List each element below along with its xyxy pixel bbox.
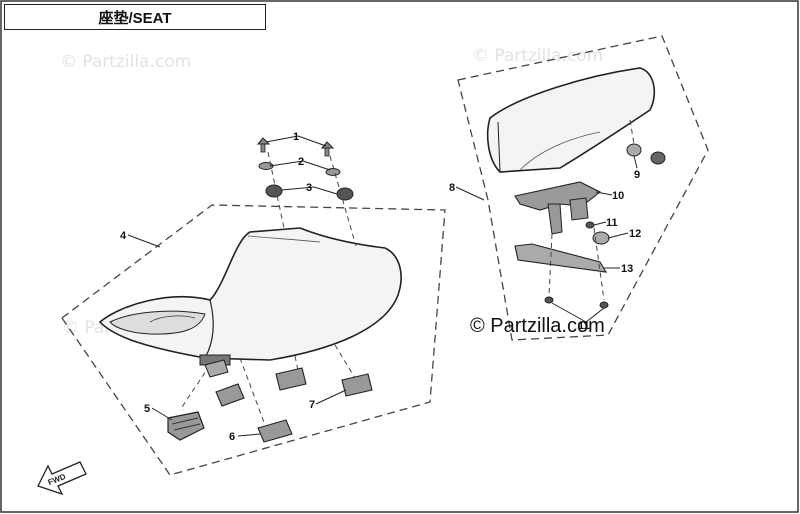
- callout-13: 13: [621, 263, 633, 275]
- callout-9: 9: [634, 169, 640, 181]
- callout-10: 10: [612, 190, 624, 202]
- group-outline-left: [61, 204, 446, 476]
- seat-brackets: [167, 344, 373, 443]
- callout-8: 8: [449, 182, 455, 194]
- callout-3: 3: [306, 182, 312, 194]
- page-title: 座垫/SEAT: [4, 4, 266, 30]
- seat-fasteners: [256, 137, 357, 247]
- callout-12: 12: [629, 228, 641, 240]
- seat-pillion: [486, 67, 666, 309]
- callout-6: 6: [229, 431, 235, 443]
- callout-11a: 11: [606, 217, 618, 229]
- callout-leaders: [127, 135, 638, 437]
- callout-11b: 11: [578, 320, 590, 332]
- callout-5: 5: [144, 403, 150, 415]
- callout-4: 4: [120, 230, 127, 242]
- fwd-arrow: FWD: [37, 461, 87, 496]
- copyright-label: © Partzilla.com: [470, 315, 605, 337]
- seat-main: [98, 227, 402, 366]
- callout-1: 1: [293, 131, 299, 143]
- callout-2: 2: [298, 156, 304, 168]
- callout-labels: 1 2 3 4 5 6 7 8 9 10 11 11 12 13: [120, 131, 641, 443]
- group-outline-right: [457, 35, 709, 341]
- callout-7: 7: [309, 399, 315, 411]
